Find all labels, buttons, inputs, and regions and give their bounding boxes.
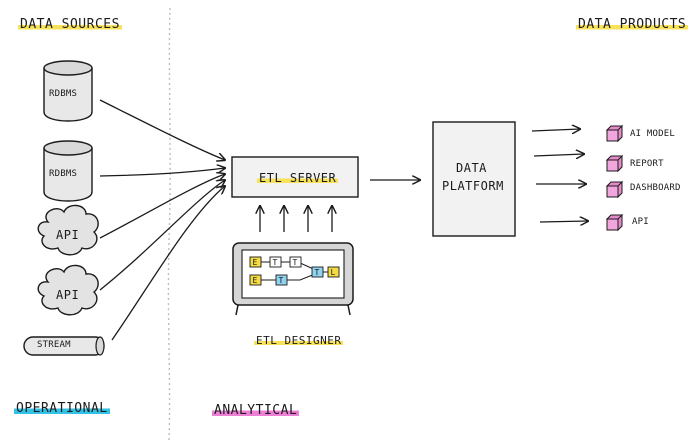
arrow-rdbms1-to-etl xyxy=(99,99,225,160)
source-api-cloud-2 xyxy=(37,264,99,316)
designer-node-t3-label: T xyxy=(315,268,320,277)
designer-node-t3 xyxy=(311,266,324,278)
product-label-api: API xyxy=(632,217,649,227)
designer-node-t1-label: T xyxy=(273,258,278,267)
cube-dashboard-icon xyxy=(605,180,624,199)
designer-node-t1 xyxy=(269,256,282,268)
designer-node-e1 xyxy=(249,256,262,268)
arrow-api2-to-etl xyxy=(99,180,225,291)
source-rdbms-2 xyxy=(43,140,93,202)
etl-designer-monitor xyxy=(232,242,354,316)
designer-node-e1-label: E xyxy=(253,258,258,267)
heading-data-sources: DATA SOURCES xyxy=(18,17,122,32)
designer-node-t4 xyxy=(275,274,288,286)
product-label-ai-model: AI MODEL xyxy=(630,129,675,139)
heading-operational: OPERATIONAL xyxy=(14,401,110,416)
designer-node-e2 xyxy=(249,274,262,286)
cube-api-icon xyxy=(605,213,624,232)
data-platform-label-line2: PLATFORM xyxy=(442,179,504,193)
heading-data-products: DATA PRODUCTS xyxy=(576,17,689,32)
arrow-to-report xyxy=(533,154,584,156)
heading-analytical: ANALYTICAL xyxy=(212,403,300,418)
source-label-rdbms-1: RDBMS xyxy=(49,89,78,99)
source-label-stream: STREAM xyxy=(37,340,71,350)
designer-node-l xyxy=(327,266,340,278)
designer-node-t2 xyxy=(289,256,302,268)
data-platform-box xyxy=(432,121,516,237)
arrow-to-api xyxy=(539,221,588,222)
designer-flow-nodes: E T T T L E T xyxy=(249,256,340,286)
etl-server-label: ETL SERVER xyxy=(257,171,339,185)
source-label-api-2: API xyxy=(56,288,80,302)
arrow-rdbms2-to-etl xyxy=(99,168,225,177)
designer-node-e2-label: E xyxy=(253,276,258,285)
source-api-cloud-1 xyxy=(37,204,99,256)
etl-designer-label: ETL DESIGNER xyxy=(254,334,344,347)
arrow-stream-to-etl xyxy=(111,186,225,341)
source-rdbms-1 xyxy=(43,60,93,122)
designer-node-t4-label: T xyxy=(279,276,284,285)
cube-ai-model-icon xyxy=(605,124,624,143)
product-label-report: REPORT xyxy=(630,159,664,169)
source-label-rdbms-2: RDBMS xyxy=(49,169,78,179)
arrow-api1-to-etl xyxy=(99,174,225,239)
product-label-dashboard: DASHBOARD xyxy=(630,183,681,193)
designer-node-l-label: L xyxy=(331,268,336,277)
designer-node-t2-label: T xyxy=(293,258,298,267)
divider-line xyxy=(167,7,171,442)
source-stream-pipe xyxy=(23,336,105,356)
arrow-to-ai-model xyxy=(531,129,580,131)
source-label-api-1: API xyxy=(56,228,80,242)
cube-report-icon xyxy=(605,154,624,173)
data-platform-label-line1: DATA xyxy=(456,161,487,175)
